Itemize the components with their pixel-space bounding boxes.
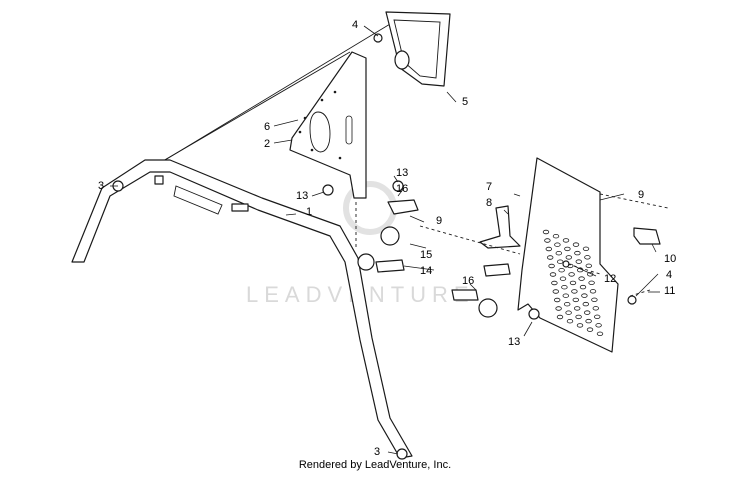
perforation-hole [595, 323, 602, 328]
perforation-hole [557, 259, 564, 264]
perforation-hole [566, 319, 574, 324]
perforation-hole [559, 276, 567, 281]
callout-15: 15 [420, 249, 432, 261]
bracket-14 [375, 259, 405, 273]
clip [633, 227, 661, 245]
callout-4-top: 4 [352, 19, 358, 31]
callout-16-a: 16 [396, 183, 408, 195]
bracket-16a [387, 199, 419, 215]
perforation-hole [561, 285, 568, 290]
perforation-hole [591, 297, 598, 302]
perforation-hole [575, 259, 582, 264]
callout-14: 14 [420, 265, 432, 277]
perforation-hole [551, 280, 558, 286]
perforation-hole [582, 246, 590, 251]
nut-13-b [392, 180, 404, 192]
bracket-small [483, 263, 511, 277]
perforation-hole [565, 255, 572, 260]
callout-6: 6 [264, 121, 270, 133]
perforation-hole [585, 318, 592, 324]
callout-3-top: 3 [98, 180, 104, 192]
perforation-hole [545, 246, 552, 252]
bolt-4-right [627, 295, 637, 305]
perforation-hole [592, 306, 599, 311]
perforation-hole [584, 255, 591, 260]
perforation-hole [582, 301, 589, 307]
perforation-hole [589, 289, 597, 294]
perforation-hole [594, 314, 601, 319]
gear-mid [357, 253, 375, 271]
perforation-hole [554, 297, 561, 303]
perforation-hole [542, 229, 550, 235]
perforation-hole [571, 289, 578, 294]
callout-8: 8 [486, 197, 492, 209]
perforation-hole [558, 268, 565, 273]
callout-13-b: 13 [396, 167, 408, 179]
perforation-hole [572, 297, 579, 303]
callout-5: 5 [462, 96, 468, 108]
nut-13-a [322, 184, 334, 196]
frame-tube [71, 159, 413, 459]
perforation-hole [574, 306, 581, 311]
footer-credit: Rendered by LeadVenture, Inc. [298, 459, 452, 471]
callout-9-a: 9 [436, 215, 442, 227]
callout-2: 2 [264, 138, 270, 150]
perforation-hole [588, 280, 595, 285]
callout-13-c: 13 [508, 336, 520, 348]
perforation-hole [544, 238, 551, 243]
mirror-housing [385, 11, 451, 87]
gear-lower [478, 298, 498, 318]
callout-13-a: 13 [296, 190, 308, 202]
perforation-hole [572, 242, 580, 247]
perforation-hole [548, 263, 555, 269]
side-panel [517, 157, 619, 353]
perforation-hole [581, 293, 588, 298]
callout-4-right: 4 [666, 269, 672, 281]
callout-9-b: 9 [638, 189, 644, 201]
callout-3-bottom: 3 [374, 446, 380, 458]
perforation-hole [565, 310, 572, 315]
perforation-hole [578, 276, 585, 281]
callout-10: 10 [664, 253, 676, 265]
perforation-hole [584, 310, 591, 315]
perforation-hole [547, 255, 554, 260]
perforation-hole [556, 314, 564, 320]
bracket-16b [451, 289, 479, 301]
perforation-hole [579, 284, 587, 290]
perforation-hole [574, 250, 581, 256]
perforation-hole [555, 306, 562, 311]
mounting-plate [289, 51, 367, 199]
nut-13-c [528, 308, 540, 320]
callout-7: 7 [486, 181, 492, 193]
gear-upper [380, 226, 400, 246]
perforation-hole [562, 293, 569, 298]
perforation-hole [585, 263, 592, 268]
perforation-hole [564, 246, 571, 252]
perforation-hole [554, 242, 561, 247]
perforation-hole [564, 302, 571, 307]
perforation-hole [549, 272, 557, 277]
perforation-hole [568, 272, 575, 277]
bracket [479, 205, 521, 249]
perforation-hole [569, 280, 577, 286]
callout-11: 12 [604, 273, 616, 285]
callout-12: 11 [664, 285, 675, 297]
perforation-hole [562, 238, 570, 243]
perforation-hole [552, 233, 560, 239]
perforation-hole [552, 289, 559, 294]
callout-16-b: 16 [462, 275, 474, 287]
perforation-hole [575, 314, 582, 320]
perforation-hole [586, 327, 594, 332]
callout-1: 1 [306, 206, 312, 218]
perforation-hole [596, 331, 604, 336]
nut-3-bottom [396, 448, 408, 460]
bolt-4-top [373, 33, 383, 43]
perforation-hole [555, 250, 562, 256]
perforation-hole [576, 323, 584, 328]
